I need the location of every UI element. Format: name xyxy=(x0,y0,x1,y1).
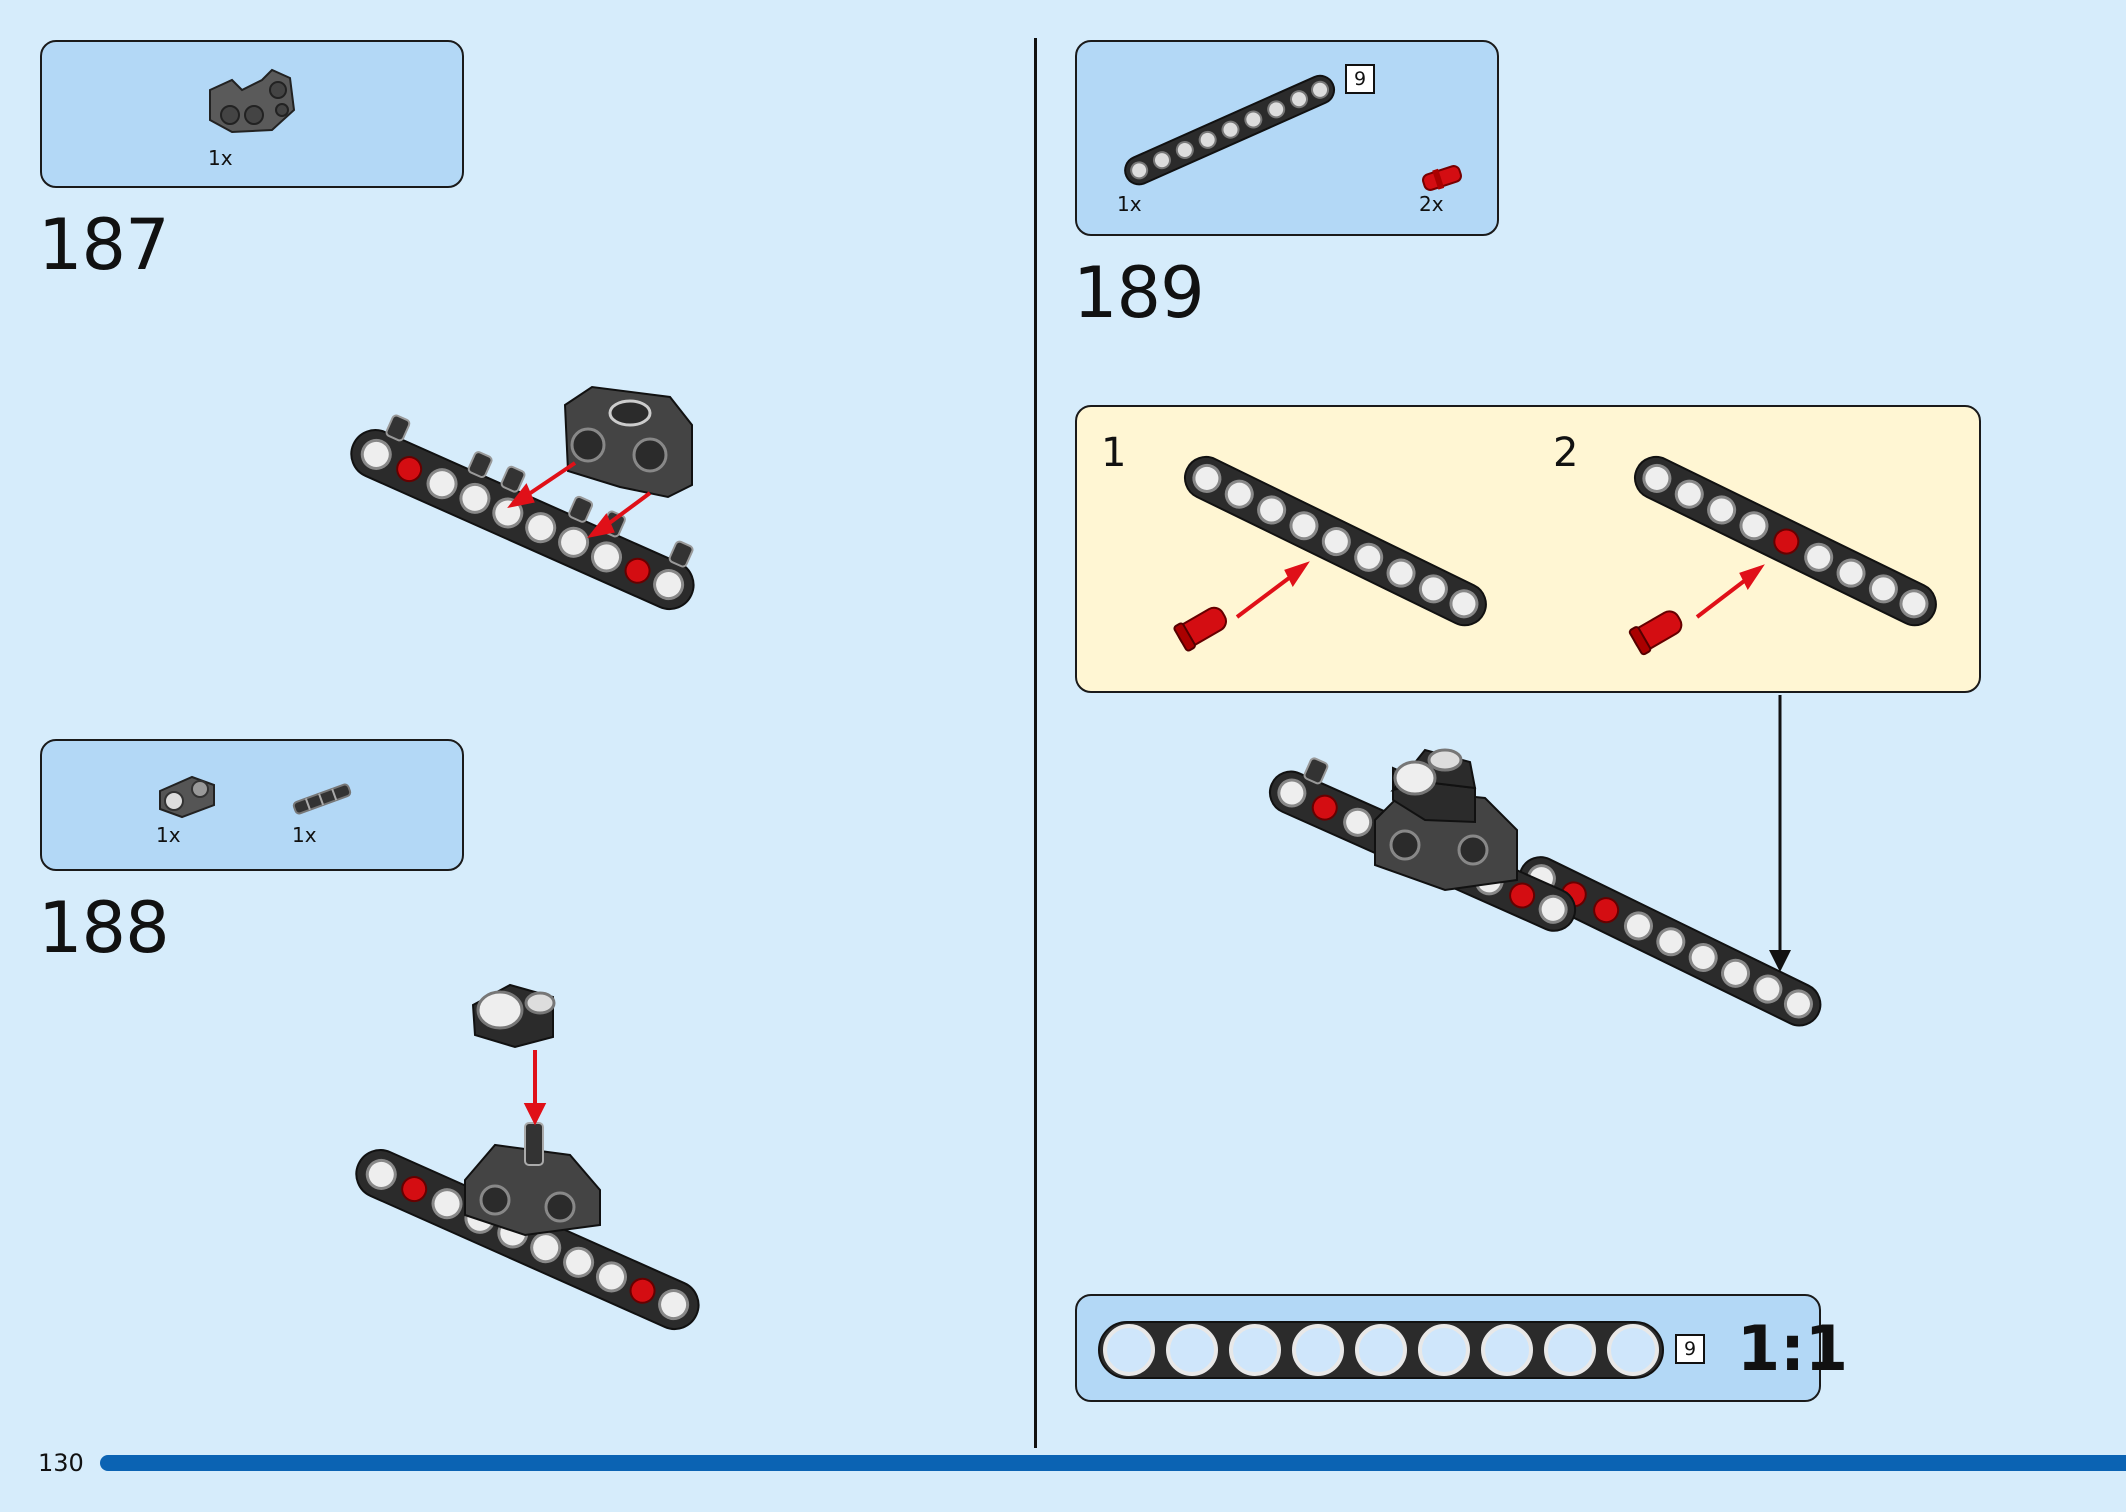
axle-pin-icon xyxy=(292,783,352,815)
assembly-illustration-step-188 xyxy=(355,983,700,1331)
substep-number-1: 1 xyxy=(1101,430,1127,476)
parts-callout-step-187: 1x xyxy=(40,40,464,188)
part-quantity: 1x xyxy=(292,823,317,847)
step-number-187: 187 xyxy=(38,204,170,286)
step-number-189: 189 xyxy=(1073,252,1205,334)
assembly-illustration-step-187 xyxy=(350,385,695,611)
part-quantity: 1x xyxy=(208,146,233,170)
beam-9-icon xyxy=(1124,74,1336,186)
scale-guide: 9 1:1 xyxy=(1075,1294,1848,1402)
axle-connector-icon xyxy=(159,775,215,819)
page-divider xyxy=(1034,38,1037,1448)
part-quantity: 1x xyxy=(156,823,181,847)
part-quantity: 1x xyxy=(1117,192,1142,216)
connector-block-icon xyxy=(209,68,296,134)
parts-callout-step-189: 9 1x 2x xyxy=(1075,40,1499,236)
part-quantity: 2x xyxy=(1419,192,1444,216)
beam-1-to-1-icon xyxy=(1098,1321,1664,1379)
step-number-188: 188 xyxy=(38,887,170,969)
substep-1-illustration xyxy=(1173,455,1487,652)
scale-label: 1:1 xyxy=(1737,1312,1849,1385)
beam-length-tag: 9 xyxy=(1345,64,1375,94)
beam-length-tag: 9 xyxy=(1675,1334,1705,1364)
page-number: 130 xyxy=(38,1449,84,1477)
substep-2-illustration xyxy=(1628,455,1937,656)
parts-callout-step-188: 1x 1x xyxy=(40,739,464,871)
substep-number-2: 2 xyxy=(1553,430,1579,476)
substep-callout: 1 2 xyxy=(1075,405,1981,693)
assembly-illustration-step-189 xyxy=(1268,695,1822,1027)
progress-bar xyxy=(100,1455,2126,1471)
red-pin-icon xyxy=(1422,165,1462,191)
